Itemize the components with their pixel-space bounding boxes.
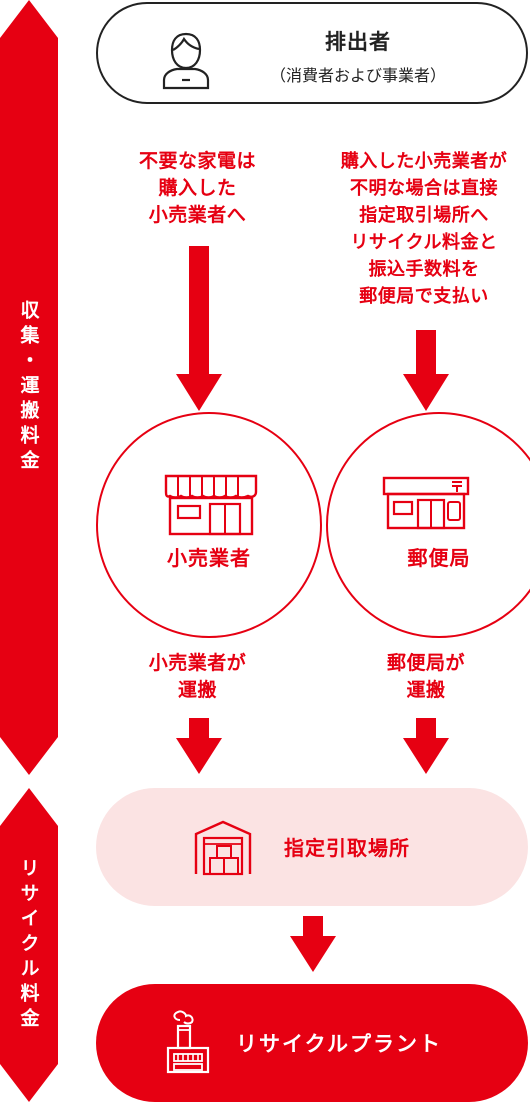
warehouse-icon <box>192 818 254 876</box>
discharger-box: 排出者 （消費者および事業者） <box>96 2 528 104</box>
arrow-post-office-to-site <box>403 718 449 774</box>
retailer-node: 小売業者 <box>96 412 322 638</box>
collection-fee-bar: 収集・運搬料金 <box>0 0 58 775</box>
shop-icon <box>160 474 262 536</box>
note-right: 購入した小売業者が 不明な場合は直接 指定取引場所へ リサイクル料金と 振込手数… <box>340 151 508 307</box>
post-office-node: 郵便局 <box>326 412 530 638</box>
post-office-label: 郵便局 <box>407 546 471 570</box>
discharger-title: 排出者 <box>325 30 391 54</box>
discharger-subtitle: （消費者および事業者） <box>269 66 446 85</box>
post-office-transport-note: 郵便局が 運搬 <box>386 652 465 701</box>
factory-icon <box>164 1010 212 1074</box>
post-office-icon <box>382 476 470 532</box>
arrow-to-retailer <box>176 246 222 411</box>
collection-fee-label: 収集・運搬料金 <box>17 300 40 475</box>
retailer-transport-note: 小売業者が 運搬 <box>148 652 247 701</box>
designated-site-box: 指定引取場所 <box>96 788 528 906</box>
recycling-fee-bar: リサイクル料金 <box>0 788 58 1102</box>
recycling-plant-box: リサイクルプラント <box>96 984 528 1102</box>
person-icon <box>160 28 212 90</box>
designated-site-label: 指定引取場所 <box>284 836 410 860</box>
arrow-to-post-office <box>403 330 449 411</box>
arrow-retailer-to-site <box>176 718 222 774</box>
recycling-plant-label: リサイクルプラント <box>236 1032 442 1056</box>
note-left: 不要な家電は 購入した 小売業者へ <box>138 150 256 226</box>
arrow-site-to-plant <box>290 916 336 972</box>
retailer-label: 小売業者 <box>167 546 251 570</box>
recycling-fee-label: リサイクル料金 <box>17 857 40 1033</box>
